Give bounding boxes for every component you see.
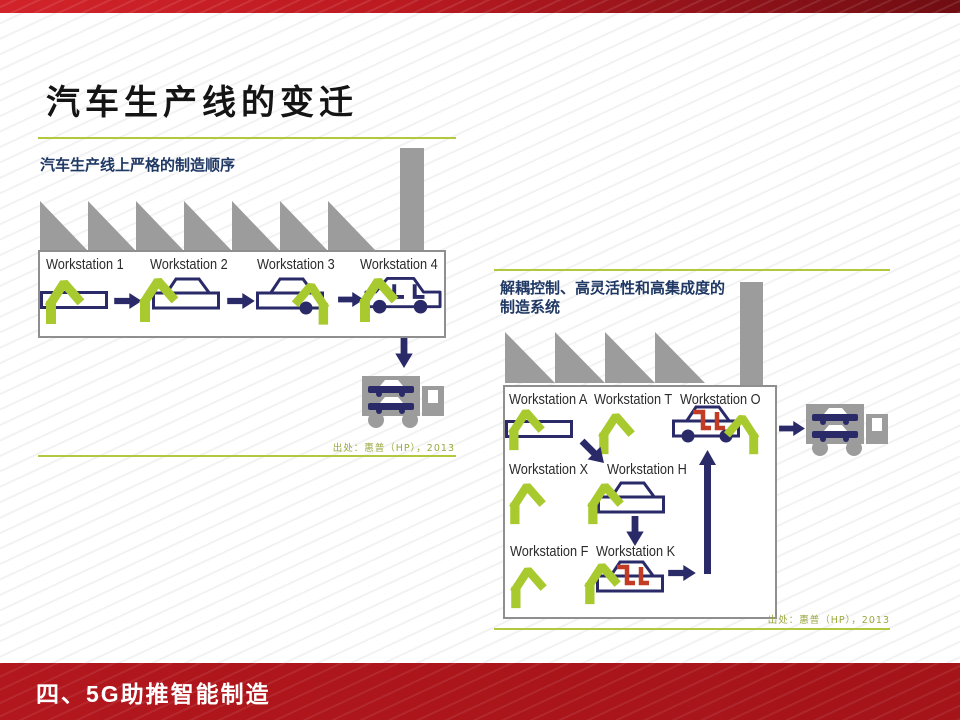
robot-arm-icon [44, 270, 82, 326]
right-caption-line1: 解耦控制、高灵活性和高集成度的 [500, 281, 726, 297]
car-cabin-wheel-icon [256, 277, 324, 315]
workstation-label: Workstation X [509, 461, 589, 478]
page-title: 汽车生产线的变迁 [46, 83, 358, 122]
workstation-label: Workstation 2 [150, 256, 228, 273]
factory-roof-icon [505, 332, 705, 383]
right-top-divider-line [494, 269, 890, 271]
robot-arm-icon [726, 406, 760, 456]
factory-chimney-icon [400, 148, 424, 251]
workstation-label: Workstation 4 [360, 256, 438, 273]
top-red-banner [0, 0, 960, 13]
workstation-label: Workstation O [680, 391, 761, 408]
workstation-label: Workstation T [594, 391, 673, 408]
left-top-divider-line [38, 137, 456, 139]
right-diagram-caption: 解耦控制、高灵活性和高集成度的 制造系统 [500, 280, 725, 318]
robot-arm-icon [586, 474, 622, 526]
robot-arm-icon [508, 474, 544, 526]
workstation-label: Workstation K [596, 543, 676, 560]
robot-arm-icon [138, 268, 176, 324]
robot-arm-icon [509, 558, 545, 610]
robot-arm-icon [294, 272, 330, 328]
workstation-label: Workstation F [510, 543, 589, 560]
workstation-label: Workstation 1 [46, 256, 124, 273]
arrow-right-icon [227, 293, 255, 309]
robot-arm-icon [583, 554, 619, 606]
factory-roof-icon [40, 201, 376, 251]
workstation-label: Workstation A [509, 391, 588, 408]
right-caption-line2: 制造系统 [500, 300, 561, 316]
truck-icon [806, 402, 898, 456]
right-bottom-divider-line [494, 628, 890, 630]
truck-icon [362, 374, 454, 428]
footer-section-title: 四、5G助推智能制造 [36, 680, 271, 707]
workstation-label: Workstation 3 [257, 256, 335, 273]
workstation-label: Workstation H [607, 461, 687, 478]
robot-arm-icon [507, 400, 543, 452]
left-diagram-caption: 汽车生产线上严格的制造顺序 [40, 158, 236, 174]
left-source-text: 出处：惠普（HP），2013 [332, 443, 455, 454]
arrow-right-icon [779, 421, 805, 436]
robot-arm-icon [358, 268, 396, 324]
arrow-up-icon [699, 450, 716, 574]
bottom-red-banner: 四、5G助推智能制造 [0, 663, 960, 720]
arrow-down-icon [395, 338, 413, 368]
right-source-text: 出处：惠普（HP），2013 [767, 615, 890, 626]
left-bottom-divider-line [38, 455, 456, 457]
arrow-right-icon [668, 565, 696, 581]
factory-chimney-icon [740, 282, 763, 385]
arrow-down-icon [626, 516, 644, 546]
